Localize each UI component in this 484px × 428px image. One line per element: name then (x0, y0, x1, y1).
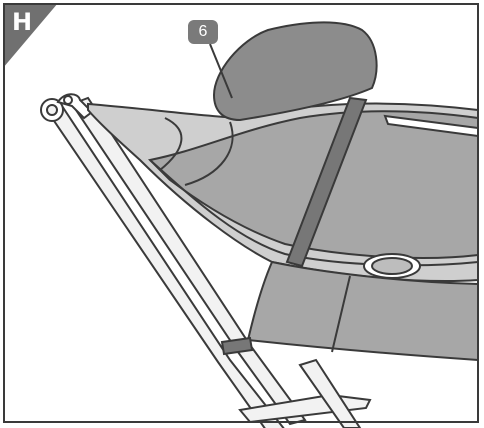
rear-tube (298, 358, 362, 428)
canopy-rib-1 (159, 117, 183, 171)
step-letter: H (12, 8, 33, 36)
callout-number: 6 (198, 23, 208, 40)
frame-hinge (40, 93, 94, 122)
canopy-strap (285, 96, 368, 268)
canopy-rib-2 (184, 121, 234, 186)
step-corner-badge (3, 3, 58, 68)
callout-leader-line (209, 43, 233, 99)
canopy (87, 102, 479, 283)
apron-strap (220, 336, 254, 356)
illustration-border (3, 3, 479, 423)
headrest-cushion (212, 21, 378, 122)
canopy-trim-line (149, 159, 479, 267)
callout-badge (188, 20, 218, 44)
lower-apron (220, 260, 479, 362)
